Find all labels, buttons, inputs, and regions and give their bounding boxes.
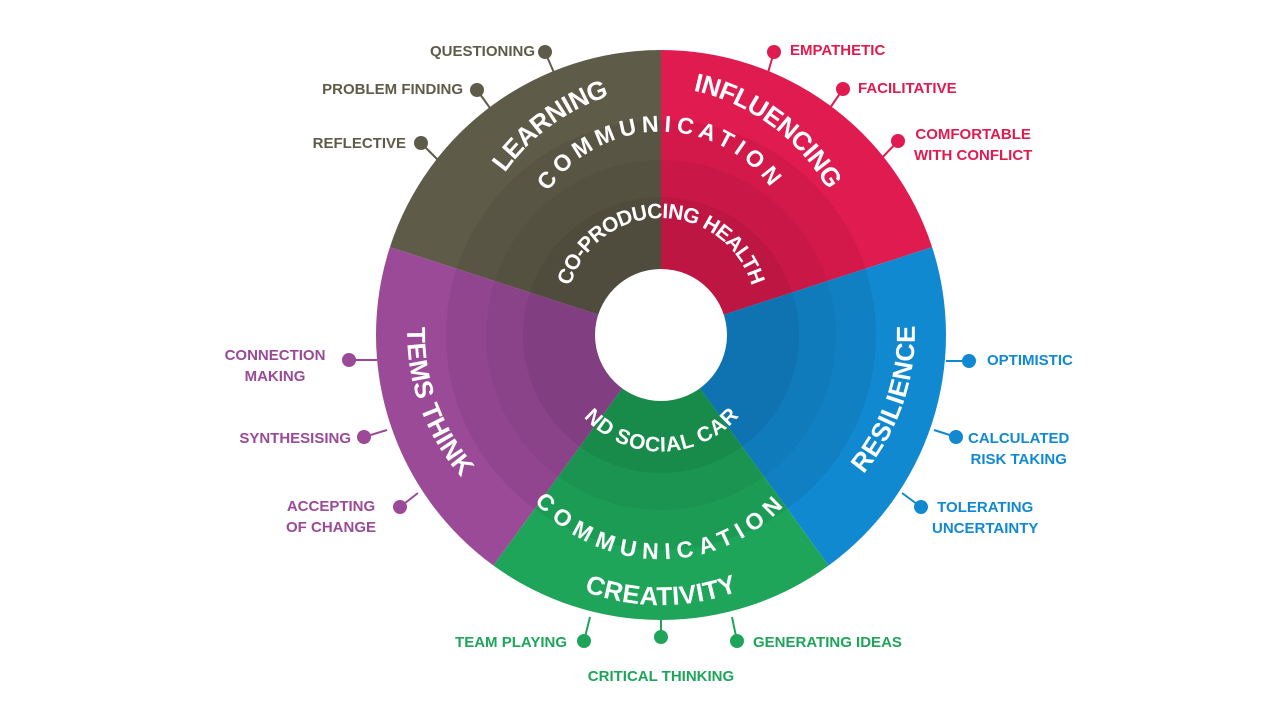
trait-empathetic: EMPATHETIC [790,42,886,59]
trait-calculated-risk-taking: CALCULATED RISK TAKING [968,430,1070,468]
reflective-dot [414,136,428,150]
connection-making-dot [342,353,356,367]
problem-finding-dot [470,83,484,97]
tolerating-uncertainty-dot [914,500,928,514]
wheel-sectors [376,50,946,620]
critical-thinking-dot [654,630,668,644]
team-playing-dot [577,634,591,648]
trait-facilitative: FACILITATIVE [858,80,957,97]
trait-tolerating-uncertainty: TOLERATING UNCERTAINTY [932,499,1039,537]
facilitative-dot [836,82,850,96]
trait-connection-making: CONNECTION MAKING [224,347,326,385]
generating-ideas-dot [730,634,744,648]
trait-accepting-of-change: ACCEPTING OF CHANGE [286,498,376,536]
trait-team-playing: TEAM PLAYING [455,634,567,651]
trait-reflective: REFLECTIVE [312,135,406,152]
optimistic-dot [962,354,976,368]
calculated-risk-taking-dot [949,430,963,444]
connector-dots [342,45,976,648]
systems-thinking-sector [376,247,661,566]
trait-problem-finding: PROBLEM FINDING [322,81,463,98]
synthesising-dot [357,430,371,444]
trait-optimistic: OPTIMISTIC [987,352,1073,369]
trait-synthesising: SYNTHESISING [239,430,351,447]
trait-questioning: QUESTIONING [429,43,535,60]
trait-comfortable-with-conflict: COMFORTABLE WITH CONFLICT [914,126,1033,164]
empathetic-dot [767,45,781,59]
comfortable-with-conflict-dot [891,134,905,148]
accepting-of-change-dot [393,500,407,514]
influencing-sector [661,50,933,335]
resilience-sector [661,247,946,566]
questioning-dot [538,45,552,59]
learning-sector [389,50,661,335]
trait-critical-thinking: CRITICAL THINKING [587,668,735,685]
trait-generating-ideas: GENERATING IDEAS [753,634,902,651]
creativity-sector [493,335,829,620]
center-hole [595,269,727,401]
